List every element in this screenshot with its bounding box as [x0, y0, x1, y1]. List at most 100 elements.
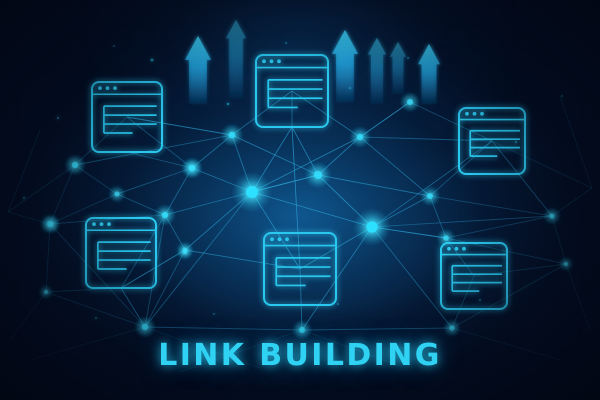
growth-arrow [390, 42, 406, 94]
window-dot [269, 59, 274, 64]
node-right-up [349, 126, 371, 148]
background-particle [561, 95, 563, 97]
node-core [228, 131, 236, 139]
node-bottom-right [443, 319, 461, 337]
node-right-far [399, 91, 421, 113]
arrow-shape [418, 44, 440, 104]
background-particle [56, 116, 60, 120]
node-upper-mid [304, 161, 332, 189]
node-core [549, 213, 555, 219]
node-core [189, 165, 195, 171]
network-edge-faint [565, 263, 591, 331]
arrow-shape [226, 20, 246, 98]
node-core [161, 211, 169, 219]
node-core [43, 289, 49, 295]
window-dot [277, 237, 282, 242]
node-center-hub [231, 171, 273, 213]
node-right-low [436, 228, 456, 248]
arrow-shape [332, 30, 358, 102]
window-dot [277, 59, 281, 64]
node-top-left [220, 123, 244, 147]
arrow-shape [390, 42, 406, 94]
network-edge [49, 223, 146, 328]
network-nodes [38, 91, 574, 341]
background-particle [213, 313, 215, 315]
window-dot [285, 237, 289, 242]
network-edge [74, 134, 233, 166]
window-frame [85, 217, 157, 289]
network-edge [301, 327, 453, 331]
node-core [299, 327, 305, 333]
node-center-up [182, 158, 202, 178]
background-particle [94, 316, 98, 320]
window-dot [447, 246, 451, 251]
node-left-upper [64, 154, 86, 176]
background-particle [285, 42, 287, 44]
background-particle [113, 45, 115, 47]
growth-arrow [226, 20, 246, 98]
growth-arrow [185, 36, 211, 104]
node-far-right-2 [558, 256, 574, 272]
page-title: LINK BUILDING [158, 338, 442, 373]
window-dot [472, 111, 477, 116]
window-dot [480, 111, 484, 116]
background-particle [514, 140, 518, 144]
node-core [366, 221, 378, 233]
node-core [246, 186, 258, 198]
window-dot [99, 222, 104, 227]
background-particle [406, 56, 410, 60]
background-particle [478, 298, 482, 302]
node-core [449, 325, 455, 331]
node-right-hub [352, 207, 392, 247]
network-edge [429, 140, 493, 197]
growth-arrow [368, 38, 386, 104]
network-edge-faint [9, 291, 47, 341]
window-dot [270, 237, 274, 242]
window-dot [98, 86, 102, 91]
network-edge [144, 326, 303, 331]
network-edge [429, 195, 553, 217]
window-dot [454, 246, 459, 251]
window-mid-left[interactable] [85, 217, 157, 289]
node-core [71, 161, 79, 169]
network-edge [116, 167, 193, 195]
node-mid-low [154, 204, 176, 226]
background-particle [226, 102, 230, 106]
arrow-shape [185, 36, 211, 104]
background-particle [22, 196, 26, 200]
node-far-right [543, 207, 561, 225]
node-core [443, 235, 449, 241]
node-far-left [42, 215, 60, 233]
node-core [314, 171, 322, 179]
node-left-mid [108, 185, 126, 203]
growth-arrow [418, 44, 440, 104]
network-edge [184, 249, 301, 270]
background-particle [337, 303, 339, 305]
node-right-mid [419, 185, 441, 207]
window-dot [107, 222, 111, 227]
network-edge [317, 174, 431, 197]
growth-arrow [332, 30, 358, 102]
node-core [356, 133, 364, 141]
node-low-mid [176, 243, 194, 261]
window-dot [105, 86, 110, 91]
node-core [114, 191, 120, 197]
node-bottom-left [134, 316, 156, 338]
node-corner-left [38, 284, 54, 300]
node-core [48, 221, 54, 227]
background-particle [150, 58, 154, 62]
window-dot [113, 86, 117, 91]
background-particles [22, 42, 563, 320]
network-edge [45, 291, 146, 328]
network-edge [371, 140, 493, 228]
window-dot [262, 59, 266, 64]
node-core [141, 323, 149, 331]
arrow-shape [368, 38, 386, 104]
network-edge [491, 140, 553, 217]
network-edge [45, 223, 51, 293]
window-dot [92, 222, 96, 227]
network-edge [359, 136, 431, 197]
network-edge [126, 116, 233, 136]
node-core [407, 99, 413, 105]
